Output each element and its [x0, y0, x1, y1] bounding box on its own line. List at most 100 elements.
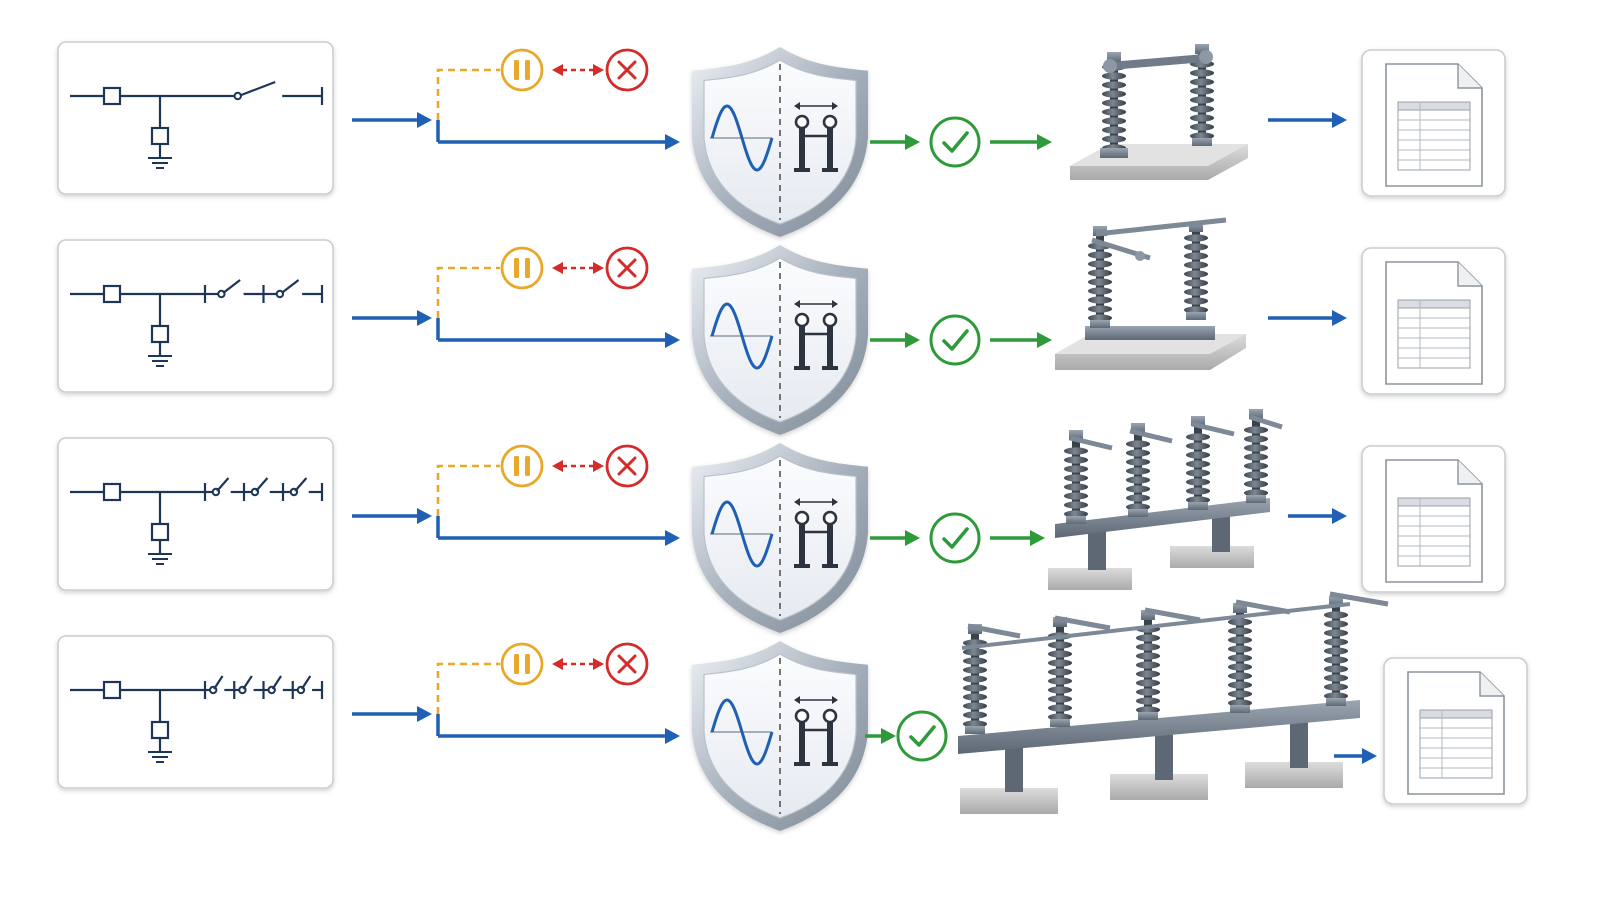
insulator-stack [1228, 603, 1252, 713]
insulator-shed [1324, 656, 1348, 664]
insulator-shed [1244, 453, 1268, 461]
main-branch-arrow [438, 530, 680, 546]
insulator-shed [1244, 462, 1268, 470]
insulator-shed [1064, 501, 1088, 509]
disconnector-icon [794, 300, 838, 370]
insulator-shed [1184, 234, 1208, 242]
steel-frame [1055, 498, 1270, 538]
insulator-stack [1088, 226, 1112, 328]
sine-wave-icon [710, 104, 774, 172]
switch-arm [1095, 217, 1227, 237]
schematic-panel-frame [57, 437, 334, 591]
post-base [1100, 148, 1128, 158]
insulator-shed [1088, 287, 1112, 295]
disconnector-foot [822, 564, 838, 568]
shield-icon [692, 47, 868, 237]
insulator-flange [1128, 509, 1148, 517]
insulator-shed [1064, 456, 1088, 464]
insulator-cap [1093, 226, 1107, 236]
check-icon-mark [942, 131, 969, 153]
insulator-shed [1324, 674, 1348, 682]
insulator-shed [1186, 496, 1210, 504]
insulator-shed [963, 657, 987, 665]
input-arrow-head [417, 310, 432, 326]
disconnector-foot [794, 366, 810, 370]
insulator-shed [1048, 677, 1072, 685]
insulator-shed [1186, 487, 1210, 495]
document-page [1385, 459, 1483, 583]
main-branch-arrow-head [665, 332, 680, 348]
pause-icon [500, 48, 544, 92]
insulator-shed [1048, 641, 1072, 649]
input-arrow-head [417, 112, 432, 128]
switch-arm [1235, 599, 1291, 615]
reject-link [552, 658, 604, 670]
input-arrow-head [417, 706, 432, 722]
output-arrow-head [1332, 112, 1347, 128]
disconnector-foot [822, 168, 838, 172]
insulator-shed [963, 648, 987, 656]
validation-branch [436, 642, 680, 744]
accept-arrow-head [905, 134, 920, 150]
disconnector-equipment [1055, 217, 1246, 370]
insulator-shed [1088, 269, 1112, 277]
disconnector-contact [822, 114, 838, 130]
check-icon [896, 710, 948, 762]
switch-blade [240, 80, 276, 97]
disconnector-arrowhead [794, 696, 800, 704]
table-outline [1397, 101, 1471, 171]
disconnector-icon [794, 102, 838, 172]
schematic-panel-frame [57, 239, 334, 393]
reject-link [552, 64, 604, 76]
transformer-box [150, 522, 170, 542]
arm-joint [1199, 50, 1213, 64]
switch-blade [280, 279, 300, 294]
reject-link-head [552, 658, 563, 670]
check-icon-mark [909, 725, 936, 747]
insulator-shed [1048, 704, 1072, 712]
disconnector-foot [822, 762, 838, 766]
insulator-shed [1228, 654, 1252, 662]
insulator-shed [1088, 305, 1112, 313]
disconnector-post [827, 326, 833, 366]
shield-icon [692, 245, 868, 435]
reject-link-head [552, 460, 563, 472]
insulator-shed [1136, 688, 1160, 696]
disconnector-equipment [1048, 409, 1283, 590]
insulator-shed [1324, 611, 1348, 619]
insulator-shed [1088, 296, 1112, 304]
accept-arrow [870, 332, 920, 348]
output-arrow [1334, 748, 1377, 764]
insulator-shed [1048, 650, 1072, 658]
insulator-shed [1088, 278, 1112, 286]
insulator-shed [1136, 652, 1160, 660]
accept-arrow [865, 728, 896, 744]
breaker-box [102, 482, 122, 502]
insulator-shed [963, 720, 987, 728]
accept-arrow [870, 134, 920, 150]
reject-link-head [593, 460, 604, 472]
disconnector-foot [794, 564, 810, 568]
pause-branch-line [436, 266, 500, 318]
switch-blade [271, 675, 282, 690]
pause-branch-line [436, 68, 500, 120]
insulator-stack [1186, 416, 1210, 510]
switch-arm [1249, 414, 1283, 430]
schematic-panel-frame [57, 41, 334, 195]
document-icon [1361, 247, 1506, 395]
insulator-shed [1136, 670, 1160, 678]
insulator-flange [1186, 312, 1206, 320]
disconnector-icon [794, 696, 838, 766]
to-equipment-arrow [990, 134, 1052, 150]
disconnector-arrowhead [794, 102, 800, 110]
transformer-box [150, 126, 170, 146]
check-icon-ring [929, 314, 981, 366]
insulator-shed [1136, 643, 1160, 651]
insulator-shed [1190, 132, 1214, 140]
insulator-shed [1190, 105, 1214, 113]
pause-branch-line [436, 662, 500, 714]
main-branch-arrow [438, 332, 680, 348]
check-icon-mark [942, 527, 969, 549]
switch-arm [967, 623, 1021, 639]
insulator-shed [1136, 634, 1160, 642]
